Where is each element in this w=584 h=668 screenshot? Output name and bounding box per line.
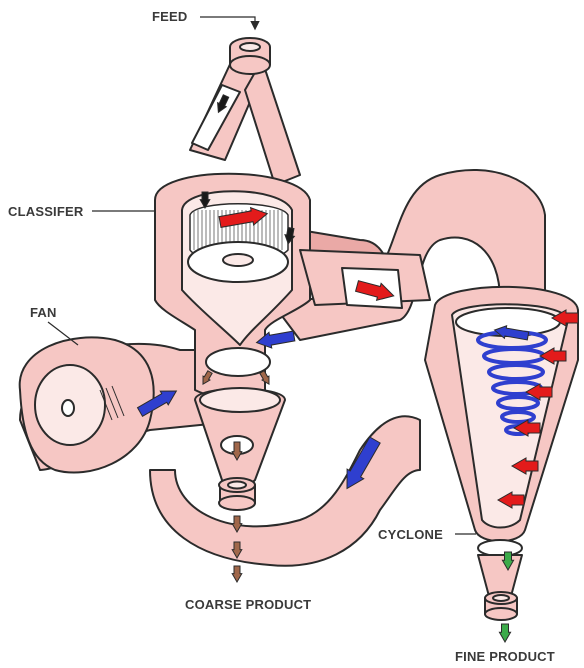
label-classifier: CLASSIFER bbox=[8, 204, 83, 219]
arrow-coarse-6 bbox=[232, 566, 242, 582]
arrow-fine-2 bbox=[499, 624, 510, 642]
classifier-cone-lip bbox=[206, 348, 270, 376]
label-fine-product: FINE PRODUCT bbox=[455, 649, 555, 664]
label-feed: FEED bbox=[152, 9, 187, 24]
label-coarse-product: COARSE PRODUCT bbox=[185, 597, 311, 612]
label-cyclone: CYCLONE bbox=[378, 527, 443, 542]
feed-support bbox=[245, 60, 300, 185]
feed-leader bbox=[200, 17, 255, 28]
label-fan: FAN bbox=[30, 305, 57, 320]
fan-hub bbox=[62, 400, 74, 416]
return-duct bbox=[150, 416, 420, 566]
